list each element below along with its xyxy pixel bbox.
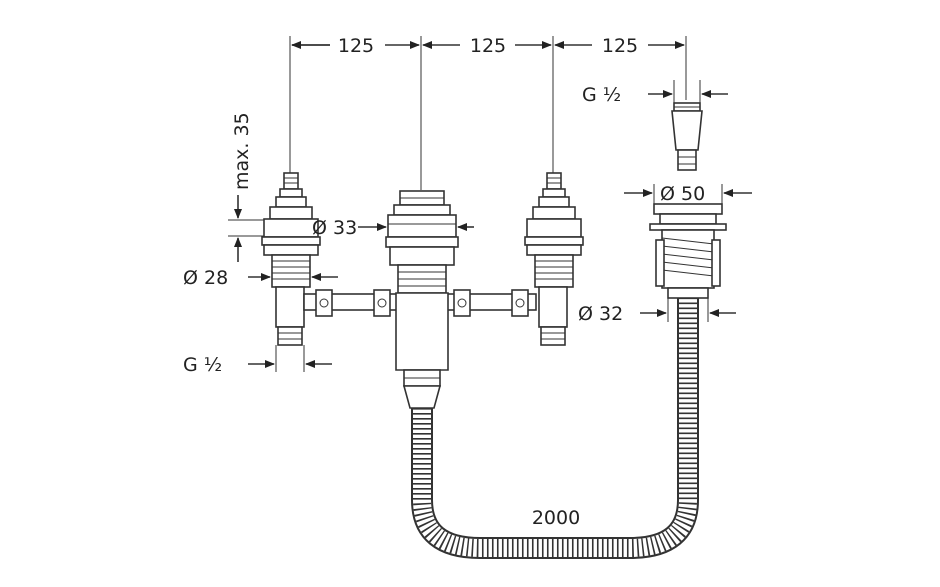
diameter-50-label: Ø 50 [660,183,705,205]
spacing-label-1: 125 [338,35,374,57]
diameter-32-label: Ø 32 [578,303,623,325]
shower-connector [671,102,703,171]
left-valve [261,172,321,346]
thread-left-label: G ½ [183,354,222,376]
diameter-33-label: Ø 33 [312,217,357,239]
shower-holder [649,203,727,299]
spacing-label-3: 125 [602,35,638,57]
diameter-28-label: Ø 28 [183,267,228,289]
spacing-dimension [289,36,687,190]
max-depth-label: max. 35 [231,112,253,190]
hose-length-label: 2000 [532,507,580,529]
center-valve [385,190,459,409]
shower-hose [411,298,699,559]
spacing-label-2: 125 [470,35,506,57]
right-valve [524,172,584,346]
thread-right-label: G ½ [582,84,621,106]
